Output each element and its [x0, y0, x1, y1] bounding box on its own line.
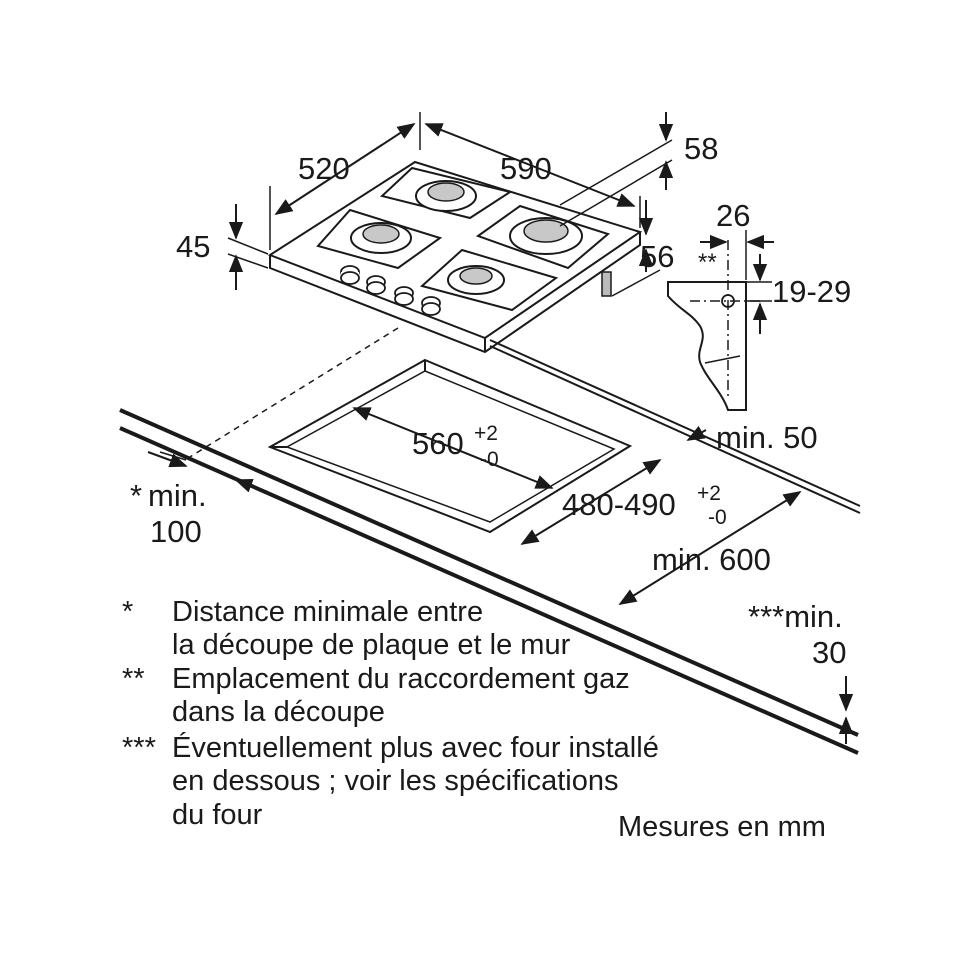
legend: * Distance minimale entre la découpe de … — [122, 596, 659, 831]
dim-rear-clearance: min. 50 — [716, 420, 818, 455]
dim-line-560 — [352, 407, 554, 489]
dim-bracket-width: 26 — [716, 198, 750, 233]
dim-front-clearance-min: min. — [148, 478, 207, 513]
dim-width: 590 — [500, 151, 552, 186]
dim-line-480-490 — [520, 459, 662, 545]
legend-3-line-1: Éventuellement plus avec four installé — [172, 731, 659, 764]
dim-line-590 — [424, 123, 636, 207]
units-note: Mesures en mm — [618, 811, 826, 843]
dim-glass-thickness: 58 — [684, 131, 718, 166]
dim-cutout-width-tol-minus: -0 — [480, 448, 499, 471]
cutout-outline — [267, 358, 633, 534]
worktop-bracket — [667, 240, 760, 411]
legend-1-line-2: la découpe de plaque et le mur — [172, 629, 571, 661]
dim-cutout-width: 560 — [412, 426, 464, 461]
legend-marker-1: * — [122, 596, 133, 628]
gas-marker: ** — [698, 249, 717, 276]
legend-2-line-1: Emplacement du raccordement gaz — [172, 663, 630, 695]
dim-cutout-depth: 480-490 — [562, 487, 676, 522]
control-knobs — [340, 265, 441, 316]
dim-gas-offset: 56 — [640, 239, 674, 274]
dim-front-clearance-value: 100 — [150, 514, 202, 549]
legend-marker-2: ** — [122, 663, 145, 695]
dim-side-height: 45 — [176, 229, 210, 264]
pan-support-front-left — [316, 208, 443, 270]
burner-front-left — [350, 222, 412, 254]
burner-rear-right — [509, 217, 583, 255]
legend-1-line-1: Distance minimale entre — [172, 596, 483, 628]
projection-line — [184, 327, 399, 461]
dim-below-clearance-label: ***min. — [748, 599, 843, 634]
worktop-rear-edge-2 — [489, 345, 861, 514]
dim-depth: 520 — [298, 151, 350, 186]
pan-support-front-right — [419, 248, 559, 312]
dim-worktop-depth: min. 600 — [652, 542, 771, 577]
dim-worktop-thickness: 19-29 — [772, 274, 851, 309]
legend-3-line-3: du four — [172, 799, 263, 831]
dim-cutout-depth-tol-minus: -0 — [708, 506, 727, 529]
pan-support-rear-right — [475, 204, 611, 270]
gas-connector — [601, 271, 612, 297]
worktop-front-top-edge — [119, 408, 859, 737]
legend-3-line-2: en dessous ; voir les spécifications — [172, 765, 619, 797]
burner-rear-left — [415, 180, 477, 212]
dim-cutout-width-tol-plus: +2 — [474, 422, 498, 445]
dim-front-clearance-marker: * — [130, 478, 142, 513]
dim-below-clearance-value: 30 — [812, 635, 846, 670]
dim-line-600 — [618, 491, 802, 605]
legend-2-line-2: dans la découpe — [172, 696, 385, 728]
dim-line-520 — [274, 123, 416, 215]
burner-front-right — [447, 265, 505, 295]
dim-cutout-depth-tol-plus: +2 — [697, 482, 721, 505]
worktop-rear-edge — [489, 339, 861, 507]
legend-marker-3: *** — [122, 732, 156, 764]
